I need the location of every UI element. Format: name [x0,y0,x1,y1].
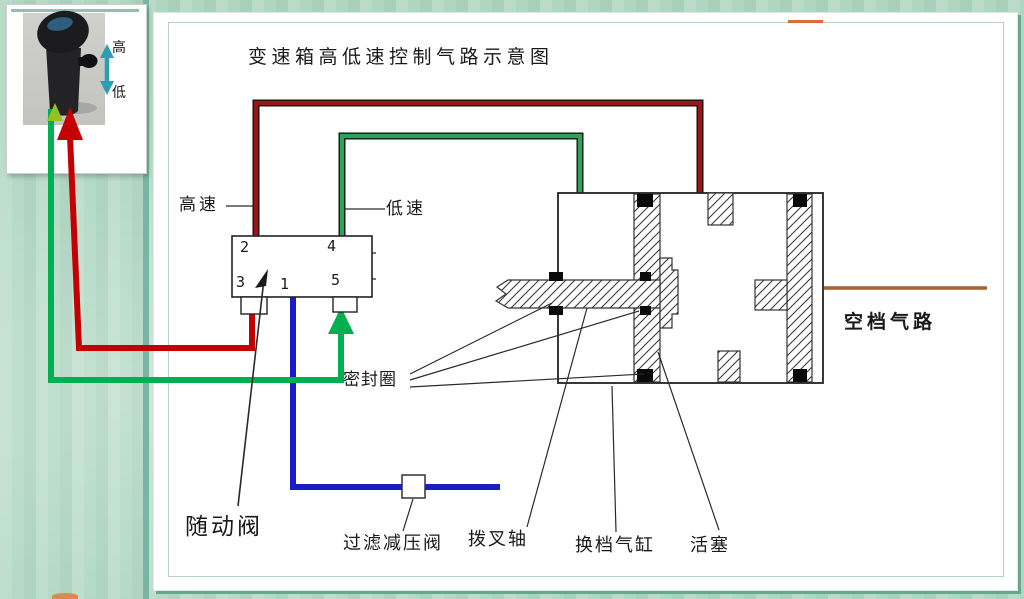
valve-port-4: 4 [327,237,337,255]
valve-port-5: 5 [331,271,341,289]
slide-logo-fragment [52,593,78,599]
filter-pressure-reducing-valve-label: 过滤减压阀 [343,533,443,553]
knob-high-label: 高 [112,39,126,55]
neutral-air-circuit-label: 空档气路 [844,312,937,333]
follower-valve-label: 随动阀 [185,513,263,539]
piston-label: 活塞 [690,535,730,555]
top-accent-dash [788,20,823,23]
shift-cylinder-label: 换档气缸 [575,535,655,555]
low-speed-label: 低速 [386,199,426,218]
shift-fork-shaft-label: 拨叉轴 [468,529,528,549]
valve-port-3: 3 [236,273,246,291]
shift-knob-photo [23,13,105,125]
diagram-title: 变速箱高低速控制气路示意图 [248,47,554,68]
photo-panel-accent-line [11,9,139,12]
valve-port-1: 1 [280,275,290,293]
seal-ring-label: 密封圈 [343,370,397,389]
valve-port-2: 2 [240,238,250,256]
high-speed-label: 高速 [179,195,219,214]
panel-inner-border [168,22,1004,577]
knob-low-label: 低 [112,84,126,100]
